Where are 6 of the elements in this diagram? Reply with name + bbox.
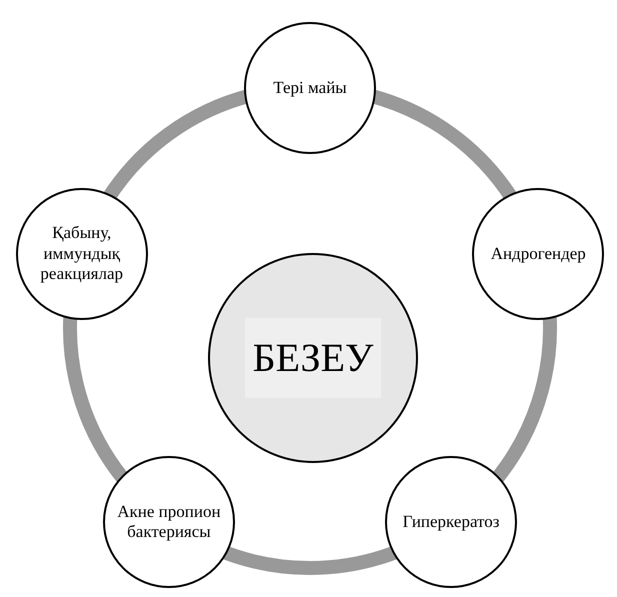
center-label: БЕЗЕУ [244, 318, 382, 398]
factor-label: Қабыну, иммундық реакциялар [39, 223, 124, 284]
factor-label: Гиперкератоз [402, 512, 500, 532]
factor-label: Тері майы [272, 78, 348, 98]
factor-label: Акне пропион бактериясы [116, 502, 222, 543]
factor-label: Андрогендер [490, 244, 587, 264]
